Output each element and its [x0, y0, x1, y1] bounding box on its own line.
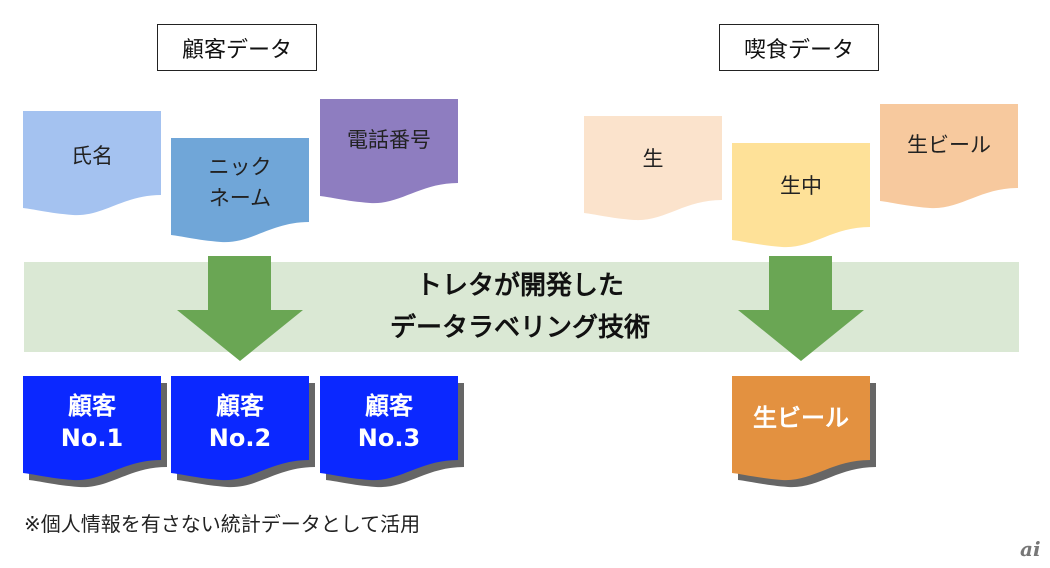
output-doc-namabeer-label: 生ビール	[753, 404, 849, 432]
output-doc-customer-3-line2: No.3	[357, 424, 421, 452]
output-doc-customer-1-line1: 顧客	[68, 392, 116, 420]
output-doc-customer-2-line2: No.2	[208, 424, 272, 452]
input-doc-namachu-label: 生中	[780, 174, 822, 198]
process-label-line2: データラベリング技術	[389, 313, 650, 343]
footnote: ※個人情報を有さない統計データとして活用	[24, 512, 421, 536]
meal-data-title: 喫食データ	[719, 24, 879, 71]
arrow-down-icon-left	[177, 256, 303, 361]
input-doc-namabeer-label: 生ビール	[907, 133, 991, 157]
input-doc-name-label: 氏名	[71, 144, 113, 168]
input-doc-phone: 電話番号	[320, 99, 458, 205]
output-doc-namabeer: 生ビール	[732, 376, 876, 488]
output-doc-customer-1-line2: No.1	[60, 424, 124, 452]
ai-logo: ai	[1020, 537, 1041, 561]
output-doc-customer-2-line1: 顧客	[216, 392, 264, 420]
arrow-down-icon-right	[738, 256, 864, 361]
process-label-line1: トレタが開発した	[415, 271, 624, 301]
input-doc-namabeer: 生ビール	[880, 104, 1018, 210]
input-doc-phone-label: 電話番号	[347, 128, 431, 152]
output-doc-customer-3: 顧客 No.3	[320, 376, 464, 488]
process-label: トレタが開発した データラベリング技術	[340, 265, 700, 349]
input-doc-namachu: 生中	[732, 143, 870, 249]
input-doc-name: 氏名	[23, 111, 161, 217]
output-doc-customer-3-line1: 顧客	[365, 392, 413, 420]
input-doc-nickname-line1: ニック	[208, 155, 272, 179]
input-doc-nickname: ニック ネーム	[171, 138, 309, 244]
output-doc-customer-2: 顧客 No.2	[171, 376, 315, 488]
input-doc-nama-label: 生	[642, 147, 664, 171]
output-doc-customer-1: 顧客 No.1	[23, 376, 167, 488]
process-band	[24, 262, 1019, 352]
input-doc-nama: 生	[584, 116, 722, 222]
input-doc-nickname-line2: ネーム	[208, 186, 272, 210]
customer-data-title: 顧客データ	[157, 24, 317, 71]
